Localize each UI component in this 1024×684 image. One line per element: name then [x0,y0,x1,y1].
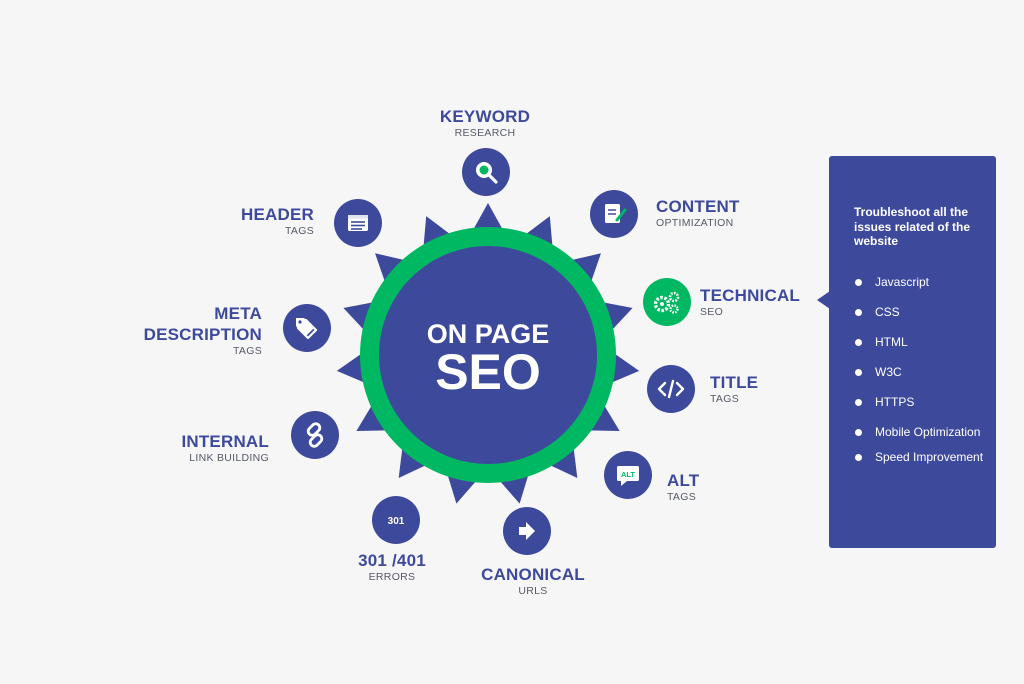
label-title: TITLE TAGS [710,374,758,405]
panel-list: Javascript CSS HTML W3C HTTPS Mobile Opt… [855,275,995,465]
sun-spike [375,253,408,285]
node-subtitle-title: TAGS [710,393,740,405]
list-item: Mobile Optimization [855,425,995,440]
list-item: W3C [855,365,995,380]
magnifier-icon [476,162,498,184]
list-item: HTTPS [855,395,995,410]
label-alt: ALT TAGS [667,472,699,503]
node-subtitle-meta: TAGS [232,345,262,357]
technical-seo-panel: Troubleshoot all the issues related of t… [829,156,996,548]
node-header[interactable] [334,199,382,247]
sun-spike [608,351,640,384]
301-badge-icon: 301 [388,516,405,527]
sun-spike [336,351,368,384]
node-subtitle-header: TAGS [284,225,314,237]
node-title-keyword: KEYWORD [439,107,531,126]
alt-badge-icon: ALT [617,466,639,486]
node-title[interactable] [647,365,695,413]
node-title-meta: META [214,304,262,323]
node-subtitle-internal: LINK BUILDING [189,452,269,464]
panel-pointer [817,291,830,309]
label-technical: TECHNICAL SEO [700,287,800,318]
node-canonical[interactable] [503,507,551,555]
node-title-meta-line2: DESCRIPTION [143,325,262,344]
sun-spike [471,203,505,233]
label-header: HEADER TAGS [241,206,314,237]
node-title-errors: 301 /401 [358,551,426,570]
node-subtitle-alt: TAGS [667,491,697,503]
sun-spike [568,253,601,285]
node-subtitle-content: OPTIMIZATION [656,217,734,229]
label-internal: INTERNAL LINK BUILDING [181,433,269,464]
node-title-header: HEADER [241,205,314,224]
svg-text:ALT: ALT [621,470,635,479]
arrow-right-icon [519,522,535,540]
node-subtitle-technical: SEO [700,306,724,318]
node-title-technical: TECHNICAL [700,286,801,305]
node-content[interactable] [590,190,638,238]
node-meta[interactable] [283,304,331,352]
link-icon [306,422,324,448]
list-item: Javascript [855,275,995,290]
list-item: Speed Improvement [855,450,995,465]
node-technical[interactable] [643,278,691,326]
node-title-canonical: CANONICAL [481,565,585,584]
node-alt[interactable]: ALT [604,451,652,499]
node-title-alt: ALT [667,471,700,490]
node-title-content: CONTENT [656,197,740,216]
tags-icon [296,318,318,340]
document-pencil-icon [605,204,627,223]
node-subtitle-keyword: RESEARCH [454,127,516,139]
node-errors[interactable]: 301 [372,496,420,544]
node-title-title: TITLE [710,373,759,392]
label-canonical: CANONICAL URLS [468,566,598,597]
label-content: CONTENT OPTIMIZATION [656,198,740,229]
node-internal[interactable] [291,411,339,459]
sun-spikes [336,203,640,504]
label-keyword: KEYWORD RESEARCH [420,108,550,139]
center-title-line1: ON PAGE [427,319,550,349]
node-keyword[interactable] [462,148,510,196]
center-title-line2: SEO [435,344,541,400]
label-errors: 301 /401 ERRORS [337,552,447,583]
center-circle [379,246,597,464]
code-icon [657,379,685,399]
gears-icon [653,291,680,314]
header-list-icon [348,215,368,231]
list-item: HTML [855,335,995,350]
node-title-internal: INTERNAL [181,432,269,451]
list-item: CSS [855,305,995,320]
panel-title: Troubleshoot all the issues related of t… [854,205,971,248]
node-subtitle-errors: ERRORS [368,571,416,583]
node-subtitle-canonical: URLS [518,585,548,597]
label-meta: META DESCRIPTION TAGS [144,305,262,357]
